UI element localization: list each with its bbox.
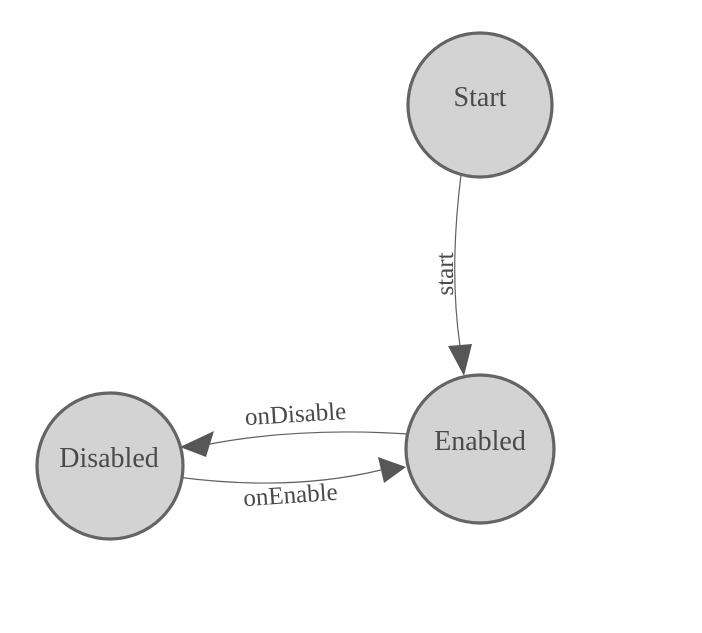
edge-label-ondisable: onDisable: [244, 398, 347, 431]
state-label-disabled: Disabled: [59, 443, 159, 474]
edge-label-start: start: [432, 252, 459, 295]
state-node-enabled[interactable]: Enabled: [404, 373, 556, 525]
arrowhead-into-disabled: [180, 431, 214, 457]
edge-label-onenable: onEnable: [242, 479, 338, 513]
state-node-disabled[interactable]: Disabled: [35, 391, 185, 541]
state-circle-disabled[interactable]: [35, 391, 185, 541]
state-circle-start[interactable]: [406, 31, 554, 179]
state-node-start[interactable]: Start: [406, 31, 554, 179]
state-label-start: Start: [454, 82, 507, 113]
edge-ondisable-path: [209, 431, 409, 445]
edge-disabled-to-enabled: onEnable: [176, 457, 406, 513]
state-circle-enabled[interactable]: [404, 373, 556, 525]
edge-start-to-enabled: start: [432, 174, 472, 376]
arrowhead-into-enabled-from-start: [448, 344, 472, 376]
edge-enabled-to-disabled: onDisable: [180, 398, 409, 457]
edge-onenable-path: [176, 469, 382, 484]
arrowhead-into-enabled-from-disabled: [378, 457, 406, 483]
edge-start-path: [454, 174, 462, 347]
state-label-enabled: Enabled: [434, 426, 526, 457]
